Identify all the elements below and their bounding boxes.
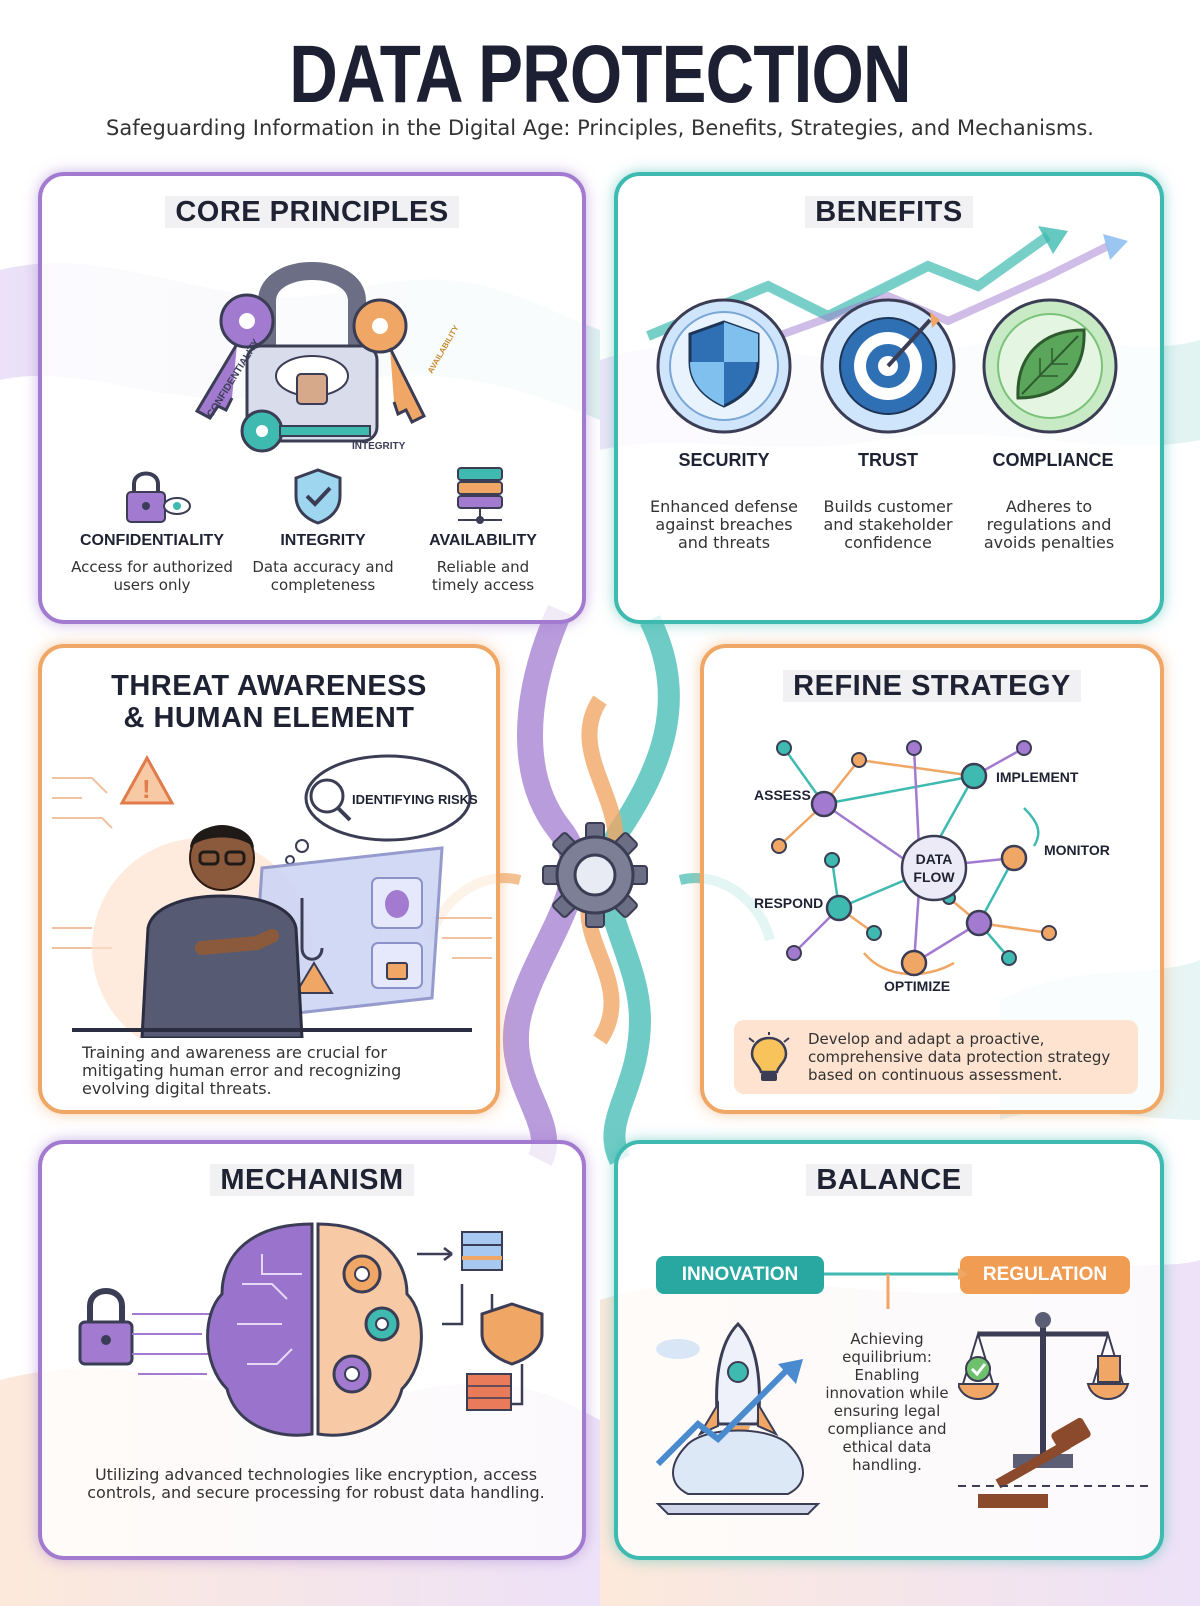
node-respond: RESPOND: [754, 895, 823, 911]
benefit-desc: Builds customer and stakeholder confiden…: [823, 497, 953, 552]
benefits-title: BENEFITS: [618, 196, 1160, 229]
benefit-desc: Adheres to regulations and avoids penalt…: [983, 497, 1115, 552]
balance-title: BALANCE: [618, 1164, 1160, 1197]
benefit-label: COMPLIANCE: [992, 450, 1114, 470]
threat-awareness-panel: THREAT AWARENESS & HUMAN ELEMENT ! IDENT…: [38, 644, 500, 1114]
lock-eye-icon: [126, 471, 191, 523]
node-assess: ASSESS: [754, 787, 811, 803]
bubble-text: IDENTIFYING RISKS: [352, 792, 478, 807]
target-icon: [820, 298, 956, 434]
node-monitor: MONITOR: [1044, 842, 1110, 858]
core-principles-title: CORE PRINCIPLES: [42, 196, 582, 229]
page-subtitle: Safeguarding Information in the Digital …: [106, 116, 1094, 140]
key-label-integrity: INTEGRITY: [352, 441, 406, 452]
balance-connector: [824, 1268, 968, 1309]
balance-desc: Achieving equilibrium: Enabling innovati…: [825, 1330, 949, 1474]
threat-desc: Training and awareness are crucial for m…: [82, 1043, 402, 1098]
principle-label: CONFIDENTIALITY: [80, 532, 224, 549]
human-element-illustration: ! IDENTIFYING RISKS: [52, 754, 492, 1038]
refine-strategy-panel: REFINE STRATEGY: [700, 644, 1164, 1114]
shield-check-icon: [294, 468, 342, 525]
mechanism-title: MECHANISM: [42, 1164, 582, 1197]
brain-mechanism-illustration: [78, 1222, 544, 1437]
core-principles-panel: CORE PRINCIPLES CONFIDENTIALITY AVAILABI…: [38, 172, 586, 624]
strategy-note: Develop and adapt a proactive, comprehen…: [734, 1020, 1138, 1094]
principle-desc: Reliable and timely access: [431, 558, 535, 594]
svg-text:!: !: [142, 774, 151, 804]
mechanism-panel: MECHANISM: [38, 1140, 586, 1560]
scales-icon: [958, 1312, 1148, 1508]
key-label-availability: AVAILABILITY: [426, 323, 461, 375]
node-optimize: OPTIMIZE: [884, 978, 950, 994]
padlock-keys-illustration: CONFIDENTIALITY AVAILABILITY INTEGRITY: [194, 262, 461, 453]
lightbulb-icon: [748, 1032, 790, 1081]
principle-desc: Data accuracy and completeness: [252, 558, 394, 594]
mechanism-desc: Utilizing advanced technologies like enc…: [87, 1465, 545, 1502]
strategy-title: REFINE STRATEGY: [704, 670, 1160, 703]
center-line-1: DATA: [916, 851, 953, 867]
balance-panel: BALANCE INNOVATION REGULATION Achieving …: [614, 1140, 1164, 1560]
principle-label: AVAILABILITY: [429, 532, 537, 549]
center-line-2: FLOW: [913, 869, 955, 885]
threat-title: THREAT AWARENESS & HUMAN ELEMENT: [111, 670, 427, 734]
page-title: DATA PROTECTION: [289, 29, 911, 120]
regulation-badge: REGULATION: [960, 1256, 1130, 1294]
benefit-desc: Enhanced defense against breaches and th…: [649, 497, 798, 552]
principle-label: INTEGRITY: [280, 532, 366, 549]
benefits-panel: BENEFITS SECURITY Enhanced defense again…: [614, 172, 1164, 624]
shield-icon: [656, 298, 792, 434]
benefit-label: SECURITY: [678, 450, 770, 470]
gear-icon: [542, 822, 648, 928]
benefit-label: TRUST: [858, 450, 918, 470]
strategy-desc: Develop and adapt a proactive, comprehen…: [808, 1030, 1111, 1084]
server-icon: [457, 467, 503, 524]
node-implement: IMPLEMENT: [996, 769, 1079, 785]
principle-desc: Access for authorized users only: [71, 558, 233, 594]
leaf-icon: [982, 298, 1118, 434]
strategy-network-diagram: DATA FLOW ASSESS IMPLEMENT MONITOR RESPO…: [754, 740, 1110, 994]
rocket-icon: [655, 1321, 821, 1515]
innovation-badge: INNOVATION: [656, 1256, 824, 1294]
